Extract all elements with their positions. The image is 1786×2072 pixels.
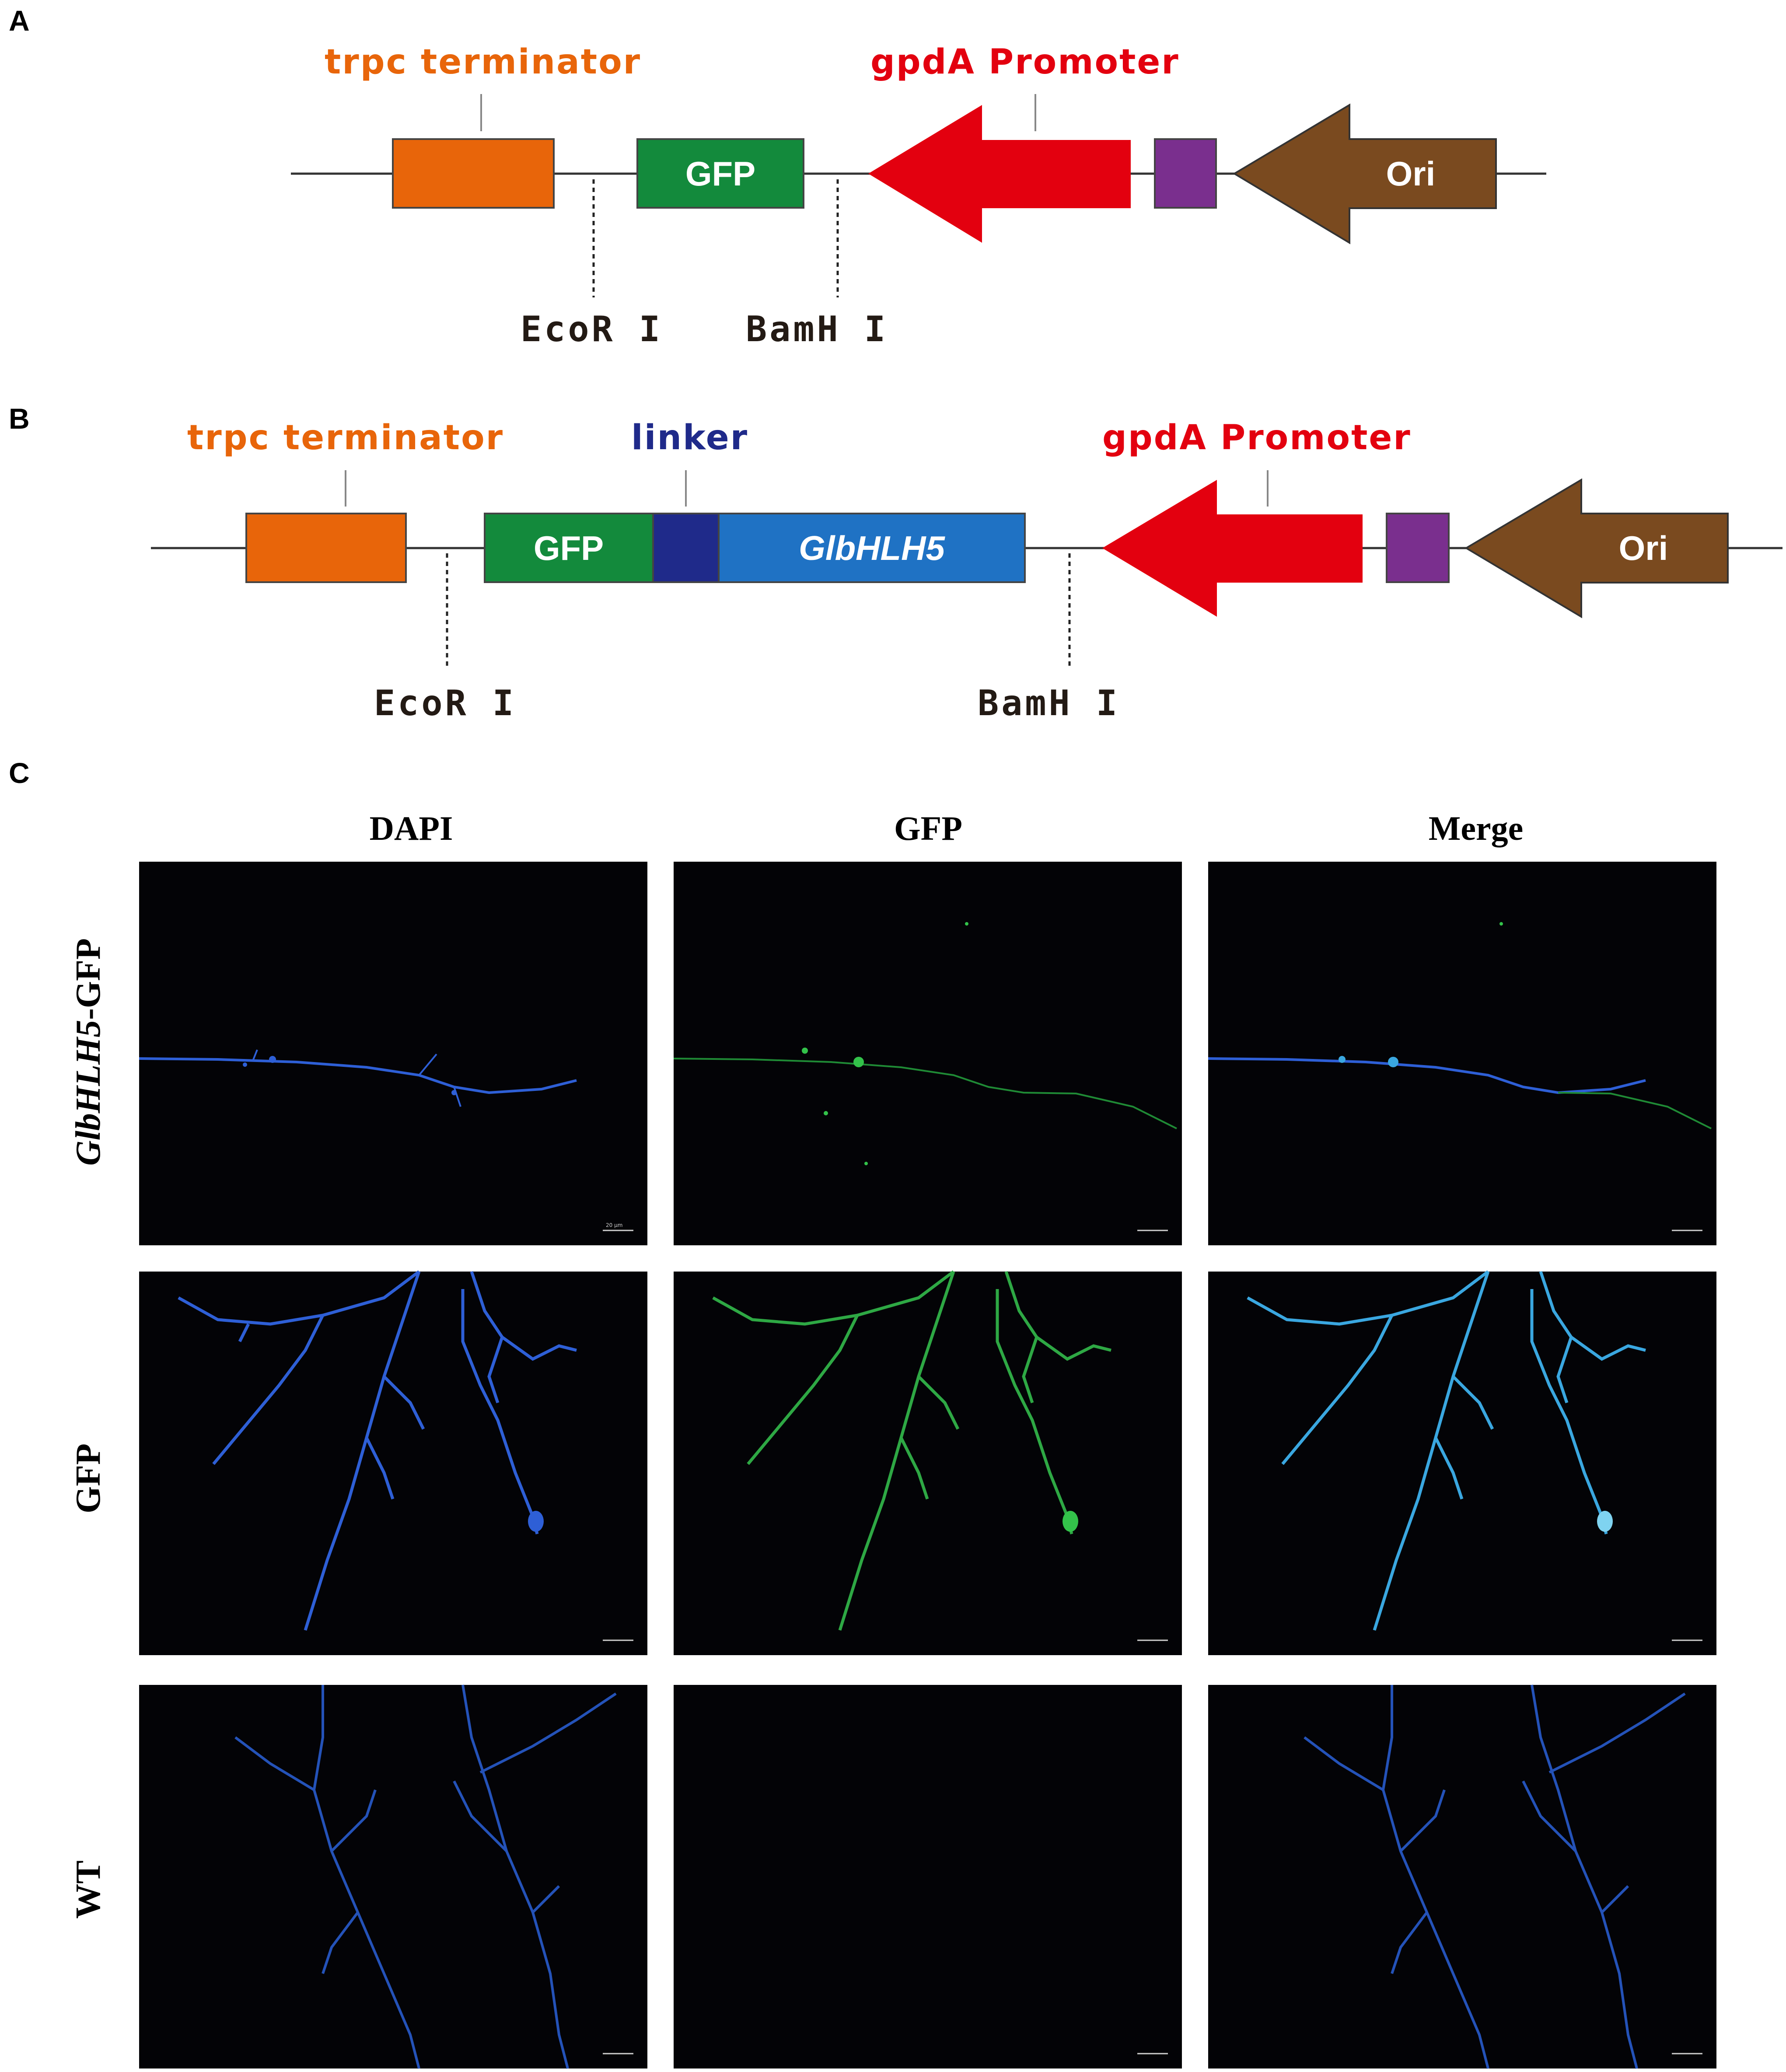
micrograph-r3-merge (1208, 1684, 1716, 2069)
micrograph-r1-dapi: 20 μm (139, 862, 647, 1245)
micrograph-r2-gfp (674, 1270, 1182, 1655)
panel-a-terminator-box (392, 138, 555, 209)
micrograph-r3-gfp (674, 1685, 1182, 2069)
panel-b-letter: B (9, 402, 30, 435)
panel-c-letter: C (9, 757, 30, 789)
micrograph-r1-merge (1208, 862, 1716, 1245)
panel-a-bamhi-label: BamH I (746, 309, 888, 349)
panel-b-promoter-arrow (1102, 480, 1363, 617)
row-header-gfp-text: GFP (69, 1443, 108, 1513)
panel-a-gfp-label: GFP (685, 154, 755, 193)
panel-b-gfp-label: GFP (534, 529, 604, 567)
panel-a-terminator-label: trpc terminator (325, 42, 641, 82)
row-header-glbhlh5-gfp: GlbHLH5-GFP (69, 938, 108, 1166)
column-header-dapi: DAPI (370, 809, 453, 847)
panel-a-promoter-label: gpdA Promoter (870, 42, 1180, 82)
panel-b-small-box (1386, 513, 1450, 583)
panel-a-ori-arrow (1233, 103, 1497, 245)
scale-bar-label: 20 μm (606, 1222, 622, 1228)
panel-b-terminator-label: trpc terminator (187, 418, 504, 458)
panel-c: C DAPI GFP Merge GlbHLH5-GFP GFP WT 20 μ… (9, 757, 1716, 2069)
panel-a-letter: A (9, 4, 30, 37)
micrograph-r1-gfp (673, 862, 1182, 1245)
panel-b-linker-box (652, 513, 720, 583)
panel-b-ori-arrow (1464, 478, 1729, 618)
panel-a-small-box (1154, 138, 1217, 209)
micrograph-r2-merge (1208, 1270, 1716, 1655)
panel-a-promoter-arrow (868, 105, 1131, 243)
panel-b-bamhi-label: BamH I (978, 683, 1120, 723)
panel-b-ecori-label: EcoR I (374, 683, 516, 723)
row-header-gene-suffix: -GFP (69, 938, 108, 1020)
micrograph-r2-dapi (139, 1270, 647, 1655)
panel-b: B trpc terminator linker GFP GlbHLH5 gpd… (9, 402, 1783, 723)
panel-a-gfp-box (636, 138, 804, 209)
panel-b-linker-label: linker (631, 418, 748, 458)
panel-b-ori-label: Ori (1619, 529, 1668, 567)
micrograph-r3-dapi (139, 1684, 647, 2069)
row-header-gfp: GFP (69, 1443, 108, 1513)
panel-b-gfp-box (484, 513, 654, 583)
row-header-wt: WT (69, 1860, 108, 1918)
column-header-gfp: GFP (894, 809, 962, 847)
panel-a: A trpc terminator GFP gpdA Promoter Ori … (9, 4, 1546, 349)
row-header-gene-name: GlbHLH5 (69, 1020, 108, 1166)
panel-b-terminator-box (245, 513, 407, 583)
panel-b-promoter-label: gpdA Promoter (1102, 418, 1412, 458)
panel-a-ecori-label: EcoR I (521, 309, 663, 349)
row-header-wt-text: WT (69, 1860, 108, 1918)
column-header-merge: Merge (1429, 809, 1523, 847)
panel-b-gene-label: GlbHLH5 (799, 529, 945, 567)
panel-b-gene-box (718, 513, 1026, 583)
panel-a-ori-label: Ori (1386, 154, 1436, 193)
